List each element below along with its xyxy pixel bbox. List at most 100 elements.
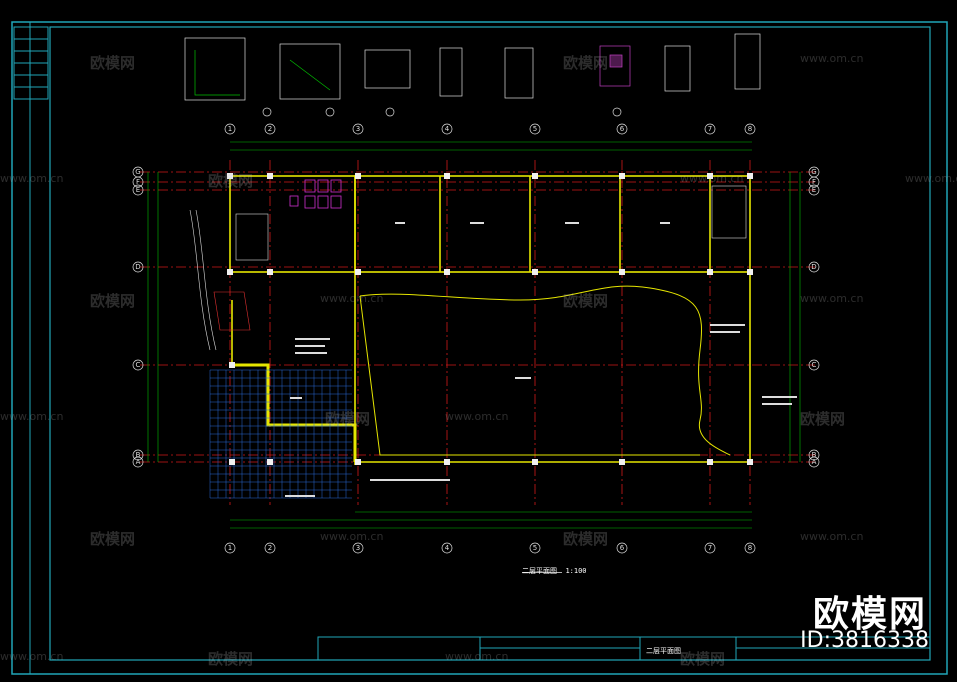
axis-bubble bbox=[132, 359, 144, 371]
axis-bubble bbox=[224, 123, 236, 135]
axis-bubble bbox=[264, 542, 276, 554]
column bbox=[267, 459, 273, 465]
axis-label-column: 4 bbox=[445, 125, 450, 133]
drawing-frame bbox=[49, 26, 931, 661]
axis-label-row: E bbox=[812, 186, 816, 194]
column bbox=[747, 459, 753, 465]
column bbox=[619, 173, 625, 179]
drawing-scale: 1:100 bbox=[565, 567, 587, 575]
axis-bubble bbox=[808, 456, 820, 468]
drawing-title: 二层平面图 1:100 bbox=[522, 566, 587, 576]
title-block-label: 二层平面图 bbox=[646, 647, 681, 655]
axis-bubble bbox=[529, 123, 541, 135]
axis-label-column: 8 bbox=[748, 125, 752, 133]
axis-bubble bbox=[808, 261, 820, 273]
axis-bubble bbox=[704, 542, 716, 554]
detail-sketches bbox=[184, 33, 761, 117]
column bbox=[444, 173, 450, 179]
axis-label-column: 5 bbox=[533, 544, 537, 552]
column bbox=[444, 269, 450, 275]
watermark-text: 欧模网 bbox=[90, 54, 136, 72]
watermark-url: www.om.cn bbox=[800, 292, 864, 305]
axis-label-column: 6 bbox=[620, 125, 625, 133]
column bbox=[619, 459, 625, 465]
axis-bubble bbox=[352, 542, 364, 554]
axis-label-column: 3 bbox=[356, 125, 360, 133]
axis-bubble bbox=[352, 123, 364, 135]
axis-label-row: A bbox=[812, 458, 817, 466]
column bbox=[355, 459, 361, 465]
watermark-text: 欧模网 bbox=[563, 54, 609, 72]
watermark-text: 欧模网 bbox=[800, 410, 846, 428]
axis-label-column: 4 bbox=[445, 544, 450, 552]
axis-bubble bbox=[808, 166, 820, 178]
column bbox=[532, 173, 538, 179]
sheet-border bbox=[11, 21, 948, 675]
axis-label-column: 8 bbox=[748, 544, 752, 552]
column bbox=[444, 459, 450, 465]
axis-bubble bbox=[808, 359, 820, 371]
column bbox=[229, 459, 235, 465]
axis-label-column: 5 bbox=[533, 125, 537, 133]
axis-bubble bbox=[132, 166, 144, 178]
axis-bubble bbox=[744, 123, 756, 135]
watermark-text: 欧模网 bbox=[563, 530, 609, 548]
axis-label-row: D bbox=[811, 263, 816, 271]
stair-core bbox=[189, 185, 747, 351]
column bbox=[267, 269, 273, 275]
watermark-url: www.om.cn bbox=[0, 410, 64, 423]
axis-label-column: 7 bbox=[708, 125, 712, 133]
column bbox=[355, 173, 361, 179]
watermark-text: 欧模网 bbox=[325, 410, 371, 428]
watermark-url: www.om.cn bbox=[905, 172, 957, 185]
axis-bubble bbox=[744, 542, 756, 554]
axis-label-row: E bbox=[136, 186, 140, 194]
site-logo: 欧模网 bbox=[812, 594, 927, 635]
axis-bubble bbox=[132, 261, 144, 273]
column bbox=[707, 269, 713, 275]
axis-bubble bbox=[616, 123, 628, 135]
axis-label-row: G bbox=[135, 168, 140, 176]
watermark-url: www.om.cn bbox=[800, 52, 864, 65]
watermark-url: www.om.cn bbox=[445, 410, 509, 423]
column bbox=[707, 459, 713, 465]
axis-label-row: B bbox=[812, 451, 817, 459]
axis-label-column: 1 bbox=[228, 544, 232, 552]
axis-label-column: 2 bbox=[268, 125, 272, 133]
axis-bubble bbox=[132, 456, 144, 468]
column bbox=[619, 269, 625, 275]
title-block bbox=[317, 636, 931, 661]
watermark-url: www.om.cn bbox=[800, 530, 864, 543]
roof-grid bbox=[209, 369, 352, 499]
axis-label-column: 3 bbox=[356, 544, 360, 552]
axis-bubble bbox=[529, 542, 541, 554]
walls bbox=[229, 175, 751, 465]
column bbox=[707, 173, 713, 179]
column bbox=[267, 173, 273, 179]
dimension-lines bbox=[147, 141, 801, 529]
watermark-url: www.om.cn bbox=[445, 650, 509, 663]
columns bbox=[227, 173, 753, 465]
watermark-url: www.om.cn bbox=[0, 172, 64, 185]
axis-label-row: D bbox=[135, 263, 140, 271]
axis-bubble bbox=[704, 123, 716, 135]
column bbox=[532, 459, 538, 465]
watermark-text: 欧模网 bbox=[90, 292, 136, 310]
axis-bubble bbox=[132, 184, 144, 196]
axis-label-row: F bbox=[136, 178, 140, 186]
column bbox=[532, 269, 538, 275]
column bbox=[227, 269, 233, 275]
axis-label-column: 1 bbox=[228, 125, 232, 133]
axis-label-row: C bbox=[812, 361, 817, 369]
watermark-text: 欧模网 bbox=[208, 650, 254, 668]
axis-bubble bbox=[441, 123, 453, 135]
axis-bubble bbox=[616, 542, 628, 554]
axis-bubble bbox=[264, 123, 276, 135]
axis-label-column: 2 bbox=[268, 544, 272, 552]
watermark-url: www.om.cn bbox=[0, 650, 64, 663]
column bbox=[227, 173, 233, 179]
axis-bubble bbox=[808, 184, 820, 196]
annotation-marks bbox=[285, 222, 797, 573]
